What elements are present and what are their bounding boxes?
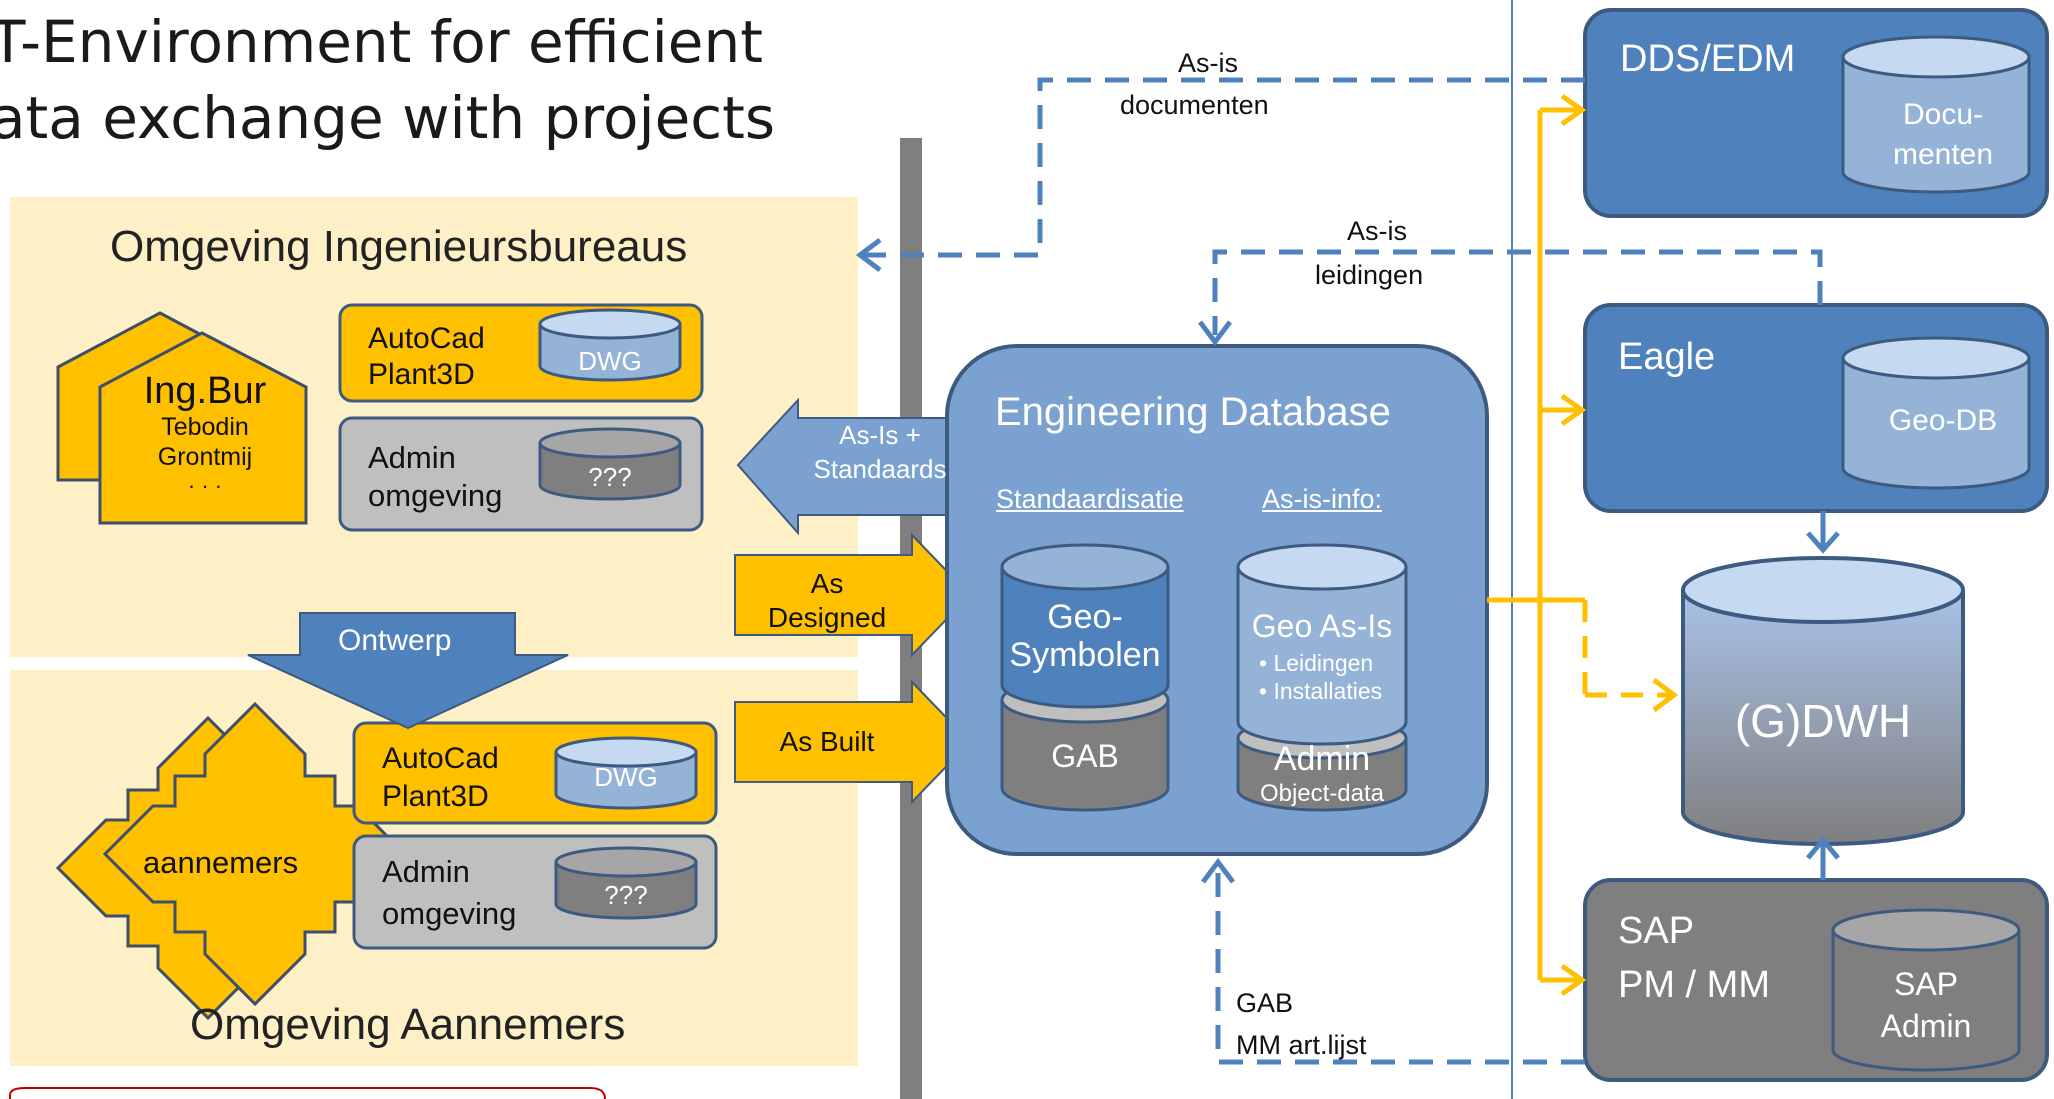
documenten-line1: Docu- (1902, 98, 1984, 131)
gab-mm-arrowhead (1201, 857, 1235, 884)
unknown-cylinder-bottom (554, 846, 698, 920)
gdwh-cylinder (1681, 556, 1965, 846)
as-built-label: As Built (779, 726, 875, 757)
asis-leidingen-line2: leidingen (1315, 260, 1424, 290)
admin-label: Admin (1273, 740, 1371, 778)
admin-top-line2: omgeving (368, 478, 503, 513)
as-designed-arrow (734, 532, 972, 658)
autocad-top-line2: Plant3D (368, 358, 475, 391)
admin-bottom-line2: omgeving (382, 896, 517, 931)
sap-admin-line1: SAP (1893, 966, 1959, 1002)
yellow-distribution-lines (1487, 93, 1679, 997)
unknown-bottom: ??? (604, 880, 648, 910)
ingbur-name: Ing.Bur (143, 370, 267, 412)
geo-symbolen-gab-stack (1000, 543, 1170, 812)
admin-bottom-line1: Admin (382, 854, 470, 889)
eagle-to-dwh-arrow (1806, 511, 1840, 554)
asis-info-heading: As-is-info: (1262, 484, 1383, 514)
dwg-cylinder-bottom (554, 736, 698, 810)
asis-documenten-line2: documenten (1120, 90, 1269, 120)
ingbur-sub2: Grontmij (157, 443, 253, 471)
autocad-bottom-line2: Plant3D (382, 780, 489, 813)
autocad-bottom-line1: AutoCad (382, 742, 499, 775)
engineering-db-title: Engineering Database (995, 390, 1391, 434)
sap-title-line2: PM / MM (1618, 964, 1770, 1006)
aannemers-icon (55, 701, 408, 1021)
sap-to-dwh-arrow (1806, 836, 1840, 880)
documenten-cylinder (1841, 35, 2031, 194)
asis-standaards-line2: Standaards (813, 454, 947, 484)
ingbur-sub1: Tebodin (161, 413, 249, 441)
ingbur-icon (56, 311, 308, 525)
dwg-cylinder-top (538, 308, 682, 382)
asis-documenten-arrowhead (855, 238, 882, 272)
geo-symbolen-line2: Symbolen (1009, 636, 1161, 674)
title-line-2: ata exchange with projects (0, 84, 776, 152)
as-designed-line1: As (810, 568, 844, 599)
gab-mm-line2: MM art.lijst (1236, 1030, 1367, 1060)
gdwh-label: (G)DWH (1734, 695, 1912, 747)
gab-mm-line1: GAB (1236, 988, 1294, 1018)
ontwerp-label: Ontwerp (338, 624, 452, 657)
gab-mm-line (1215, 870, 1585, 1065)
geo-db-label: Geo-DB (1888, 404, 1998, 437)
title-line-1: T-Environment for efficient (0, 8, 763, 76)
dwg-top: DWG (578, 346, 642, 376)
asis-documenten-line (862, 77, 1585, 258)
asis-documenten-line1: As-is (1178, 48, 1238, 78)
sap-admin-cylinder (1831, 908, 2021, 1072)
object-data-label: Object-data (1259, 780, 1385, 807)
zone-title-aannemers: Omgeving Aannemers (190, 1000, 626, 1049)
asis-standaards-line1: As-Is + (839, 420, 921, 450)
red-outline-box (9, 1087, 606, 1099)
ingbur-dots: · · · (187, 473, 223, 498)
as-designed-line2: Designed (767, 602, 887, 633)
dwg-bottom: DWG (594, 762, 658, 792)
sap-title-line1: SAP (1618, 910, 1695, 952)
standaardisatie-heading: Standaardisatie (996, 484, 1184, 514)
asis-leidingen-line1: As-is (1347, 216, 1407, 246)
asis-leidingen-line (1212, 249, 1823, 335)
ontwerp-arrow (247, 612, 569, 730)
bullet-installaties: • Installaties (1259, 678, 1383, 704)
geo-symbolen-line1: Geo- (1047, 598, 1123, 636)
autocad-top-line1: AutoCad (368, 322, 485, 355)
geo-asis-admin-stack (1236, 543, 1408, 812)
geo-db-cylinder (1841, 336, 2031, 490)
asis-leidingen-arrowhead (1198, 320, 1232, 347)
unknown-cylinder-top (538, 427, 682, 501)
documenten-line2: menten (1892, 138, 1994, 171)
geo-asis-label: Geo As-Is (1251, 608, 1393, 644)
unknown-top: ??? (588, 462, 632, 492)
as-built-arrow (734, 679, 972, 805)
dds-edm-title: DDS/EDM (1620, 38, 1796, 80)
aannemers-label: aannemers (143, 845, 299, 880)
bullet-leidingen: • Leidingen (1259, 650, 1374, 676)
zone-title-ingenieurs: Omgeving Ingenieursbureaus (110, 222, 688, 271)
admin-top-line1: Admin (368, 440, 456, 475)
sap-admin-line2: Admin (1880, 1008, 1972, 1044)
eagle-title: Eagle (1618, 336, 1716, 378)
gab-label: GAB (1051, 738, 1119, 774)
